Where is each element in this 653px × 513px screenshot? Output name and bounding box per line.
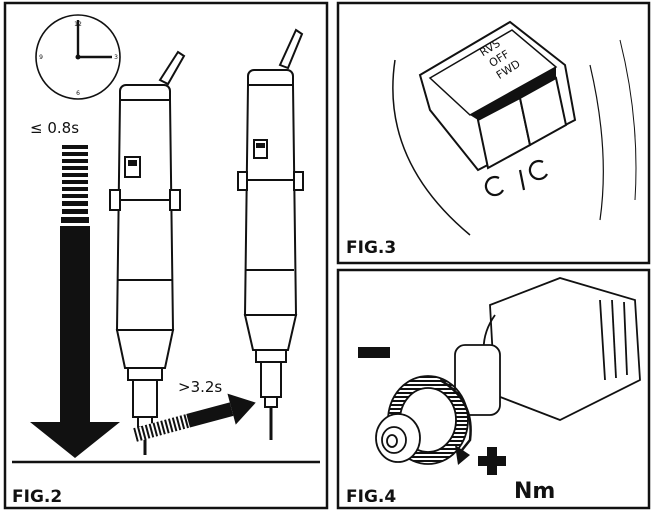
rotation-symbols-icon xyxy=(484,159,548,197)
fig2-label: FIG.2 xyxy=(12,487,62,507)
long-press-arrow-icon xyxy=(133,393,256,442)
fig3-border xyxy=(336,1,651,265)
torque-collar xyxy=(375,277,641,465)
clock-mark-3: 3 xyxy=(114,54,118,61)
clock-mark-6: 6 xyxy=(76,90,80,97)
screwdriver-long-press xyxy=(237,28,304,440)
press-arrow-icon xyxy=(30,145,120,458)
fig3-label: FIG.3 xyxy=(346,238,396,258)
clock-mark-12: 12 xyxy=(74,21,82,28)
screwdriver-pressed xyxy=(109,50,186,455)
plus-icon xyxy=(478,447,506,475)
fig3-panel: RVS OFF FWD FIG.3 xyxy=(336,1,651,265)
housing-edge xyxy=(392,59,471,236)
fig4-label: FIG.4 xyxy=(346,487,396,507)
minus-icon xyxy=(358,347,390,358)
fig2-border xyxy=(3,1,329,510)
clock-icon: 12 3 6 9 xyxy=(35,14,121,100)
clock-mark-9: 9 xyxy=(39,54,43,61)
torque-unit-label: Nm xyxy=(514,479,555,504)
fig4-border xyxy=(336,268,651,510)
short-time-label: ≤ 0.8s xyxy=(30,119,79,137)
fig2-panel: 12 3 6 9 ≤ 0.8s xyxy=(3,1,329,510)
long-time-label: >3.2s xyxy=(178,378,222,396)
direction-switch xyxy=(418,20,577,172)
